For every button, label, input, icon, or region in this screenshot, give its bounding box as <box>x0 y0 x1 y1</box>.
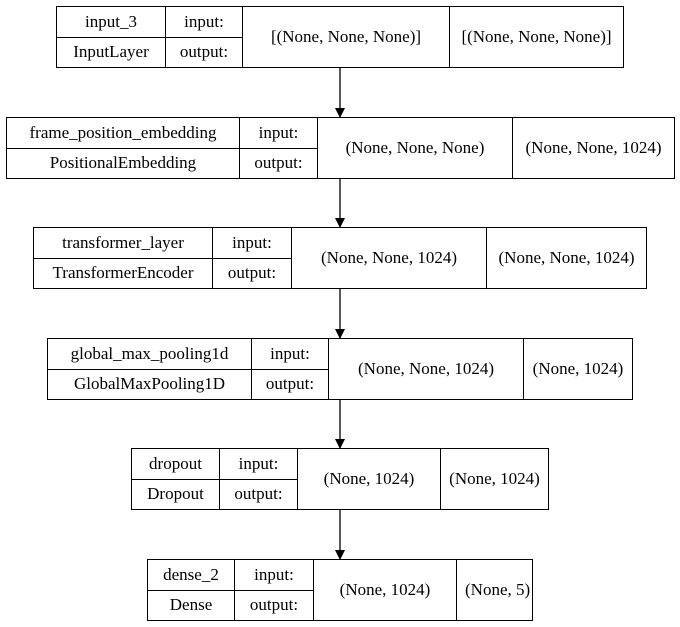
io-label-col: input: output: <box>240 118 318 178</box>
node-name-col: dense_2 Dense <box>148 560 235 620</box>
node-name-col: transformer_layer TransformerEncoder <box>34 228 213 288</box>
input-label: input: <box>254 564 294 584</box>
layer-name: input_3 <box>85 11 137 31</box>
layer-type: Dropout <box>132 478 219 510</box>
output-label: output: <box>240 147 317 179</box>
layer-name: global_max_pooling1d <box>70 343 229 363</box>
io-label-col: input: output: <box>220 449 298 509</box>
input-shape: (None, 1024) <box>298 449 441 509</box>
layer-type: Dense <box>148 589 234 621</box>
layer-type: InputLayer <box>57 36 165 68</box>
input-label: input: <box>184 11 224 31</box>
layer-name: dense_2 <box>163 564 219 584</box>
io-label-col: input: output: <box>235 560 314 620</box>
node-dropout: dropout Dropout input: output: (None, 10… <box>131 448 549 510</box>
input-shape: (None, None, None) <box>318 118 513 178</box>
io-label-col: input: output: <box>213 228 292 288</box>
output-label: output: <box>235 589 313 621</box>
output-label: output: <box>166 36 242 68</box>
node-name-col: dropout Dropout <box>132 449 220 509</box>
node-dense-2: dense_2 Dense input: output: (None, 1024… <box>147 559 533 621</box>
output-shape: [(None, None, None)] <box>461 27 612 46</box>
layer-name: frame_position_embedding <box>29 122 217 142</box>
output-shape: (None, None, 1024) <box>525 138 662 157</box>
input-label: input: <box>238 453 279 473</box>
node-input-3: input_3 InputLayer input: output: [(None… <box>56 6 624 68</box>
output-label: output: <box>252 368 328 400</box>
layer-type: PositionalEmbedding <box>7 147 239 179</box>
input-shape: [(None, None, None)] <box>243 7 450 67</box>
layer-name: transformer_layer <box>62 232 184 252</box>
output-label: output: <box>220 478 297 510</box>
layer-name: dropout <box>149 453 202 473</box>
node-name-col: input_3 InputLayer <box>57 7 166 67</box>
node-frame-position-embedding: frame_position_embedding PositionalEmbed… <box>6 117 675 179</box>
input-label: input: <box>258 122 299 142</box>
input-label: input: <box>232 232 272 252</box>
output-shape: (None, 5) <box>465 580 531 599</box>
node-global-max-pooling1d: global_max_pooling1d GlobalMaxPooling1D … <box>47 338 633 400</box>
layer-type: TransformerEncoder <box>34 257 212 289</box>
output-label: output: <box>213 257 291 289</box>
node-transformer-layer: transformer_layer TransformerEncoder inp… <box>33 227 647 289</box>
input-label: input: <box>270 343 310 363</box>
output-shape: (None, None, 1024) <box>498 248 635 267</box>
layer-type: GlobalMaxPooling1D <box>48 368 251 400</box>
output-shape: (None, 1024) <box>449 469 540 488</box>
node-name-col: frame_position_embedding PositionalEmbed… <box>7 118 240 178</box>
input-shape: (None, None, 1024) <box>292 228 487 288</box>
output-shape: (None, 1024) <box>532 359 624 378</box>
io-label-col: input: output: <box>252 339 329 399</box>
node-name-col: global_max_pooling1d GlobalMaxPooling1D <box>48 339 252 399</box>
input-shape: (None, 1024) <box>314 560 457 620</box>
io-label-col: input: output: <box>166 7 243 67</box>
input-shape: (None, None, 1024) <box>329 339 524 399</box>
